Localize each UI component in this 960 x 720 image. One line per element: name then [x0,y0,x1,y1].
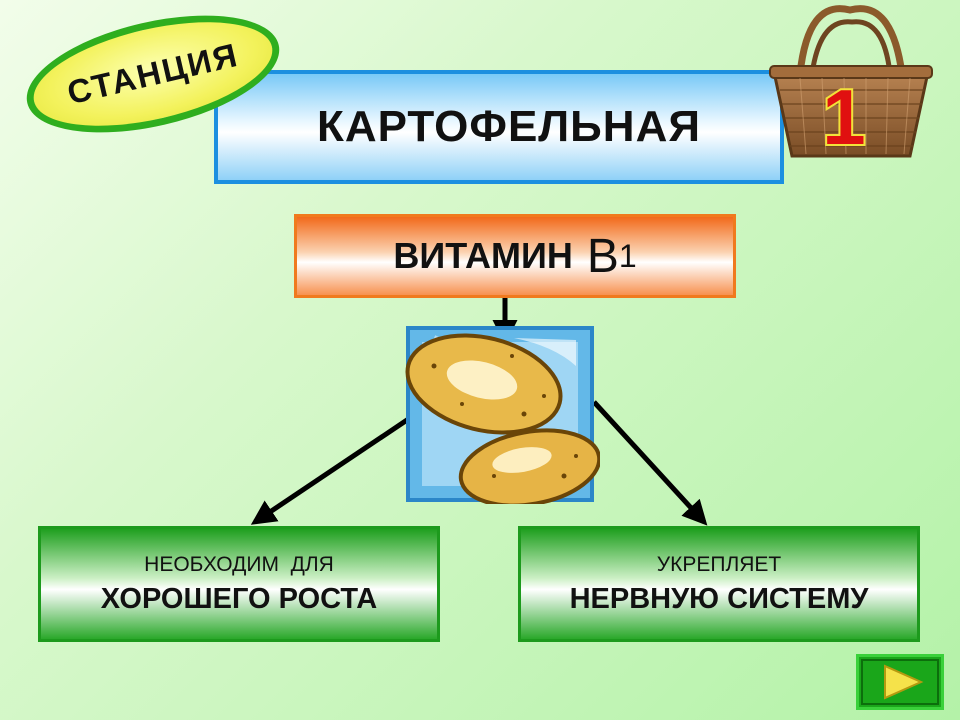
potato-icon [405,326,600,504]
station-title-banner: КАРТОФЕЛЬНАЯ [214,70,784,184]
station-number: 1 [822,73,865,161]
arrow-left [250,415,412,525]
vitamin-box: ВИТАМИН В 1 [294,214,736,298]
next-arrow-icon [861,659,939,705]
benefit-box-nervous-system: УКРЕПЛЯЕТ НЕРВНУЮ СИСТЕМУ [518,526,920,642]
vitamin-prefix: ВИТАМИН [393,235,573,276]
benefit-growth-line2: ХОРОШЕГО РОСТА [100,582,378,615]
vitamin-symbol: В [586,229,619,283]
basket-icon: 1 [769,5,933,163]
benefit-box-growth: НЕОБХОДИМ ДЛЯ ХОРОШЕГО РОСТА [38,526,440,642]
arrow-right [592,400,708,526]
vitamin-subscript: 1 [618,237,637,274]
benefit-nervous-line1: УКРЕПЛЯЕТ [656,552,782,576]
benefit-nervous-line2: НЕРВНУЮ СИСТЕМУ [569,582,869,615]
station-title: КАРТОФЕЛЬНАЯ [317,102,701,151]
next-slide-button[interactable] [856,654,944,710]
benefit-growth-line1: НЕОБХОДИМ ДЛЯ [144,552,334,576]
